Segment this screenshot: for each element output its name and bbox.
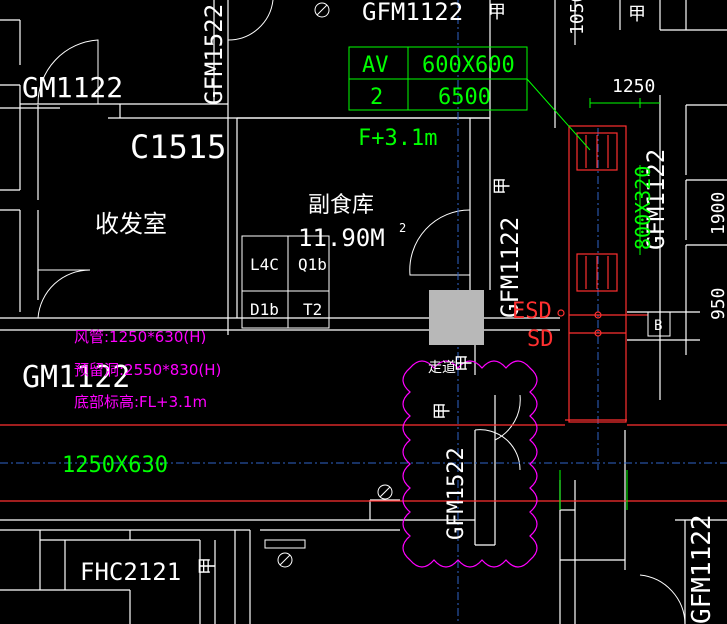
annotation-lines <box>348 46 660 510</box>
valve-symbols <box>264 2 393 568</box>
damper-labels: ESD SD <box>512 299 554 352</box>
dim-1050: 1050 <box>567 0 588 35</box>
equipment-cell: D1b <box>250 300 279 319</box>
dim-1250: 1250 <box>612 76 655 97</box>
room-index: 2 <box>399 221 406 235</box>
fire-rating-jia: 甲 <box>432 402 453 420</box>
av-row-count: 2 <box>370 85 383 110</box>
dim-1900: 1900 <box>708 192 727 235</box>
cloud-note-duct: 风管:1250*630(H) <box>74 328 206 346</box>
door-swing-storage <box>409 209 471 276</box>
duct-riser <box>568 125 627 423</box>
door-swing-gm1122 <box>37 269 91 319</box>
equipment-cell: Q1b <box>298 255 327 274</box>
equipment-table-text: L4C Q1b D1b T2 <box>250 255 327 319</box>
av-elevation: F+3.1m <box>358 126 437 151</box>
door-label-gfm1522-bottom: GFM1522 <box>444 447 469 540</box>
fire-rating-jia: 甲 <box>492 177 513 195</box>
room-height-storage: 11.90M <box>298 224 385 252</box>
window-label-fhc: FHC2121 <box>80 558 181 586</box>
fire-rating-jia: 甲 <box>197 557 218 575</box>
door-label-gfm1122-top: GFM1122 <box>362 0 463 26</box>
equipment-cell: L4C <box>250 255 279 274</box>
window-label-c1515: C1515 <box>130 128 226 166</box>
door-label-gfm1122-mid: GFM1122 <box>496 217 524 318</box>
cloud-note-opening: 预留洞:2550*830(H) <box>74 361 221 379</box>
av-row-flow: 6500 <box>438 85 491 110</box>
door-swing-gm1122-top <box>37 39 99 105</box>
esd-label: ESD <box>512 299 552 324</box>
duct-size-main: 1250X630 <box>62 453 168 478</box>
duct-riser-dim: 800X320 <box>631 166 655 250</box>
fire-rating-jia: 甲 <box>454 354 475 372</box>
pipe-label: 走道 <box>428 360 456 376</box>
door-swing-right <box>639 574 686 624</box>
door-swing-corridor <box>494 394 521 441</box>
door-swing-gfm1522 <box>227 0 274 41</box>
door-label-gfm-right-bottom: GFM1122 <box>687 514 717 624</box>
door-label-gm1122-left: GM1122 <box>22 71 123 104</box>
esd-symbol <box>557 309 565 317</box>
b-box <box>647 311 671 337</box>
fire-rating-jia: 甲 <box>488 2 506 23</box>
av-header-type: AV <box>362 53 389 78</box>
equipment-table-grid <box>241 235 330 329</box>
revision-cloud <box>402 360 538 568</box>
duct-main <box>0 125 727 502</box>
av-table-text: AV 600X600 2 6500 F+3.1m 1250X630 800X32… <box>62 53 655 478</box>
valve-symbol <box>277 552 293 568</box>
door-label-gfm1122-right: GFM1122 <box>642 149 670 250</box>
equipment-cell: T2 <box>303 300 322 319</box>
room-name-mailroom: 收发室 <box>95 210 167 238</box>
valve-symbol <box>314 2 330 18</box>
damper-dot <box>594 311 602 319</box>
diffuser-upper <box>576 132 618 171</box>
av-header-size: 600X600 <box>422 53 515 78</box>
valve-symbol <box>377 484 393 500</box>
dimension-text: 1250 1050 1900 950 B <box>567 0 727 334</box>
leader-line <box>526 78 591 151</box>
cloud-note: 风管:1250*630(H) 预留洞:2550*830(H) 底部标高:FL+3… <box>74 328 221 411</box>
door-swings <box>37 0 686 624</box>
room-labels: 收发室 副食库 11.90M 2 走道 <box>95 193 456 376</box>
room-name-storage: 副食库 <box>308 193 374 218</box>
structural-column <box>429 290 484 345</box>
damper-dot <box>594 329 602 337</box>
cloud-note-elevation: 底部标高:FL+3.1m <box>74 393 207 411</box>
diffuser-lower <box>576 253 618 292</box>
door-labels: GFM1122 GFM1522 GM1122 C1515 GM1122 GFM1… <box>22 0 717 624</box>
sd-label: SD <box>527 327 554 352</box>
door-label-gm1122-mid: GM1122 <box>22 360 130 395</box>
fire-rating-jia: 甲 <box>628 4 646 25</box>
dim-950: 950 <box>708 287 727 320</box>
door-label-gfm1522-top: GFM1522 <box>200 4 228 105</box>
b-label: B <box>654 318 662 334</box>
door-swing-lower <box>474 429 521 471</box>
equipment-base <box>264 539 306 549</box>
